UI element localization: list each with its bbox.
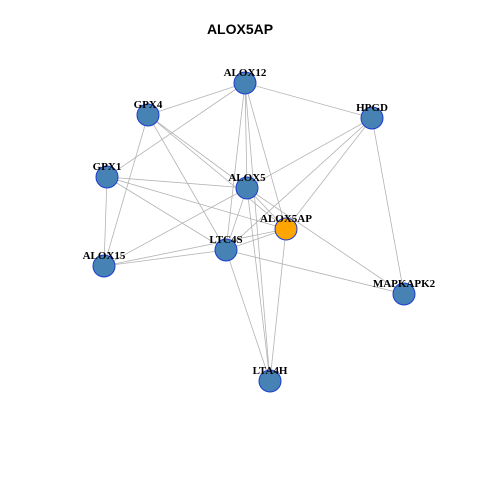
edge-hpgd-mapkapk2 bbox=[371, 117, 405, 295]
node-gpx4 bbox=[136, 103, 160, 127]
edge-alox12-ltc4s bbox=[225, 82, 246, 251]
edge-gpx1-alox5 bbox=[106, 176, 248, 189]
nodes-layer bbox=[92, 71, 416, 393]
edge-alox12-hpgd bbox=[244, 82, 373, 119]
figure-title: ALOX5AP bbox=[206, 21, 274, 37]
node-label-ltc4s: LTC4S bbox=[209, 234, 242, 246]
edge-ltc4s-alox15 bbox=[103, 249, 227, 267]
node-label-alox15: ALOX15 bbox=[83, 250, 126, 262]
edge-alox5ap-lta4h bbox=[269, 228, 287, 382]
edge-ltc4s-mapkapk2 bbox=[225, 249, 405, 295]
edge-alox5-mapkapk2 bbox=[246, 187, 405, 295]
edge-gpx4-alox5 bbox=[147, 114, 248, 189]
node-hpgd bbox=[360, 106, 384, 130]
node-gpx1 bbox=[95, 165, 119, 189]
node-label-gpx1: GPX1 bbox=[93, 161, 122, 173]
edge-alox5-alox15 bbox=[103, 187, 248, 267]
edge-alox12-gpx1 bbox=[106, 82, 246, 178]
edges-layer bbox=[103, 82, 405, 382]
node-label-alox5ap: ALOX5AP bbox=[260, 213, 312, 225]
edge-gpx4-alox15 bbox=[103, 114, 149, 267]
node-lta4h bbox=[258, 369, 282, 393]
node-ltc4s bbox=[214, 238, 238, 262]
node-label-alox5: ALOX5 bbox=[228, 172, 266, 184]
edge-hpgd-ltc4s bbox=[225, 117, 373, 251]
node-alox5ap bbox=[274, 217, 298, 241]
node-label-lta4h: LTA4H bbox=[253, 365, 288, 377]
edge-ltc4s-lta4h bbox=[225, 249, 271, 382]
edge-gpx1-alox5ap bbox=[106, 176, 287, 230]
node-alox12 bbox=[233, 71, 257, 95]
node-label-mapkapk2: MAPKAPK2 bbox=[373, 278, 436, 290]
edge-gpx1-alox15 bbox=[103, 176, 108, 267]
edge-gpx1-ltc4s bbox=[106, 176, 227, 251]
edge-alox5-lta4h bbox=[246, 187, 271, 382]
node-label-alox12: ALOX12 bbox=[224, 67, 267, 79]
edge-alox12-alox5 bbox=[244, 82, 248, 189]
node-mapkapk2 bbox=[392, 282, 416, 306]
edge-hpgd-alox5 bbox=[246, 117, 373, 189]
node-label-gpx4: GPX4 bbox=[134, 99, 163, 111]
edge-alox5ap-alox15 bbox=[103, 228, 287, 267]
edge-alox12-lta4h bbox=[244, 82, 271, 382]
edge-alox12-gpx4 bbox=[147, 82, 246, 116]
node-alox15 bbox=[92, 254, 116, 278]
edge-gpx4-alox5ap bbox=[147, 114, 287, 230]
edge-hpgd-alox5ap bbox=[285, 117, 373, 230]
edge-alox12-alox5ap bbox=[244, 82, 287, 230]
edge-gpx4-ltc4s bbox=[147, 114, 227, 251]
node-alox5 bbox=[235, 176, 259, 200]
node-label-hpgd: HPGD bbox=[356, 102, 388, 114]
